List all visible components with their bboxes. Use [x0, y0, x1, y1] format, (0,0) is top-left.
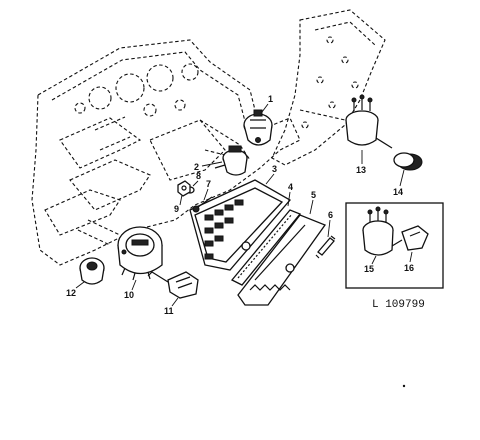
part-2-switch	[214, 145, 248, 176]
callout-9: 9	[174, 204, 179, 214]
part-15-switch	[362, 206, 403, 256]
callout-1: 1	[268, 94, 273, 104]
part-14-knob	[393, 152, 423, 171]
part-1-switch	[243, 109, 273, 146]
callout-8: 8	[196, 171, 201, 181]
callout-11: 11	[164, 306, 174, 316]
part-5-cover	[237, 214, 327, 306]
part-16-knob	[401, 225, 429, 251]
callout-15: 15	[364, 264, 374, 274]
callout-4: 4	[288, 182, 293, 192]
callouts: 1 2 3 4 5 6 7 8 9 10 11 12 13 14 15 16	[66, 94, 414, 316]
callout-7: 7	[206, 179, 211, 189]
inset-box	[345, 202, 444, 289]
part-7-screw	[192, 196, 213, 213]
callout-5: 5	[311, 190, 316, 200]
callout-6: 6	[328, 210, 333, 220]
callout-10: 10	[124, 290, 134, 300]
callout-12: 12	[66, 288, 76, 298]
part-9-nut	[177, 180, 191, 197]
callout-2: 2	[194, 162, 199, 172]
bracket-outline	[271, 9, 386, 166]
callout-13: 13	[356, 165, 366, 175]
part-6-fuse	[315, 235, 336, 259]
callout-3: 3	[272, 164, 277, 174]
part-3-fuse-box	[189, 179, 292, 271]
part-10-ignition-switch	[117, 226, 163, 281]
part-12-plug	[79, 257, 105, 285]
part-11-key	[147, 271, 199, 299]
reference-code: L 109799	[372, 299, 425, 311]
fuse-row	[204, 199, 244, 260]
engine-plate-outline	[31, 39, 301, 266]
part-13-switch	[345, 94, 393, 149]
stray-dot	[402, 384, 406, 388]
part-4-fuse-strip	[230, 209, 302, 286]
callout-14: 14	[393, 187, 403, 197]
callout-16: 16	[404, 263, 414, 273]
